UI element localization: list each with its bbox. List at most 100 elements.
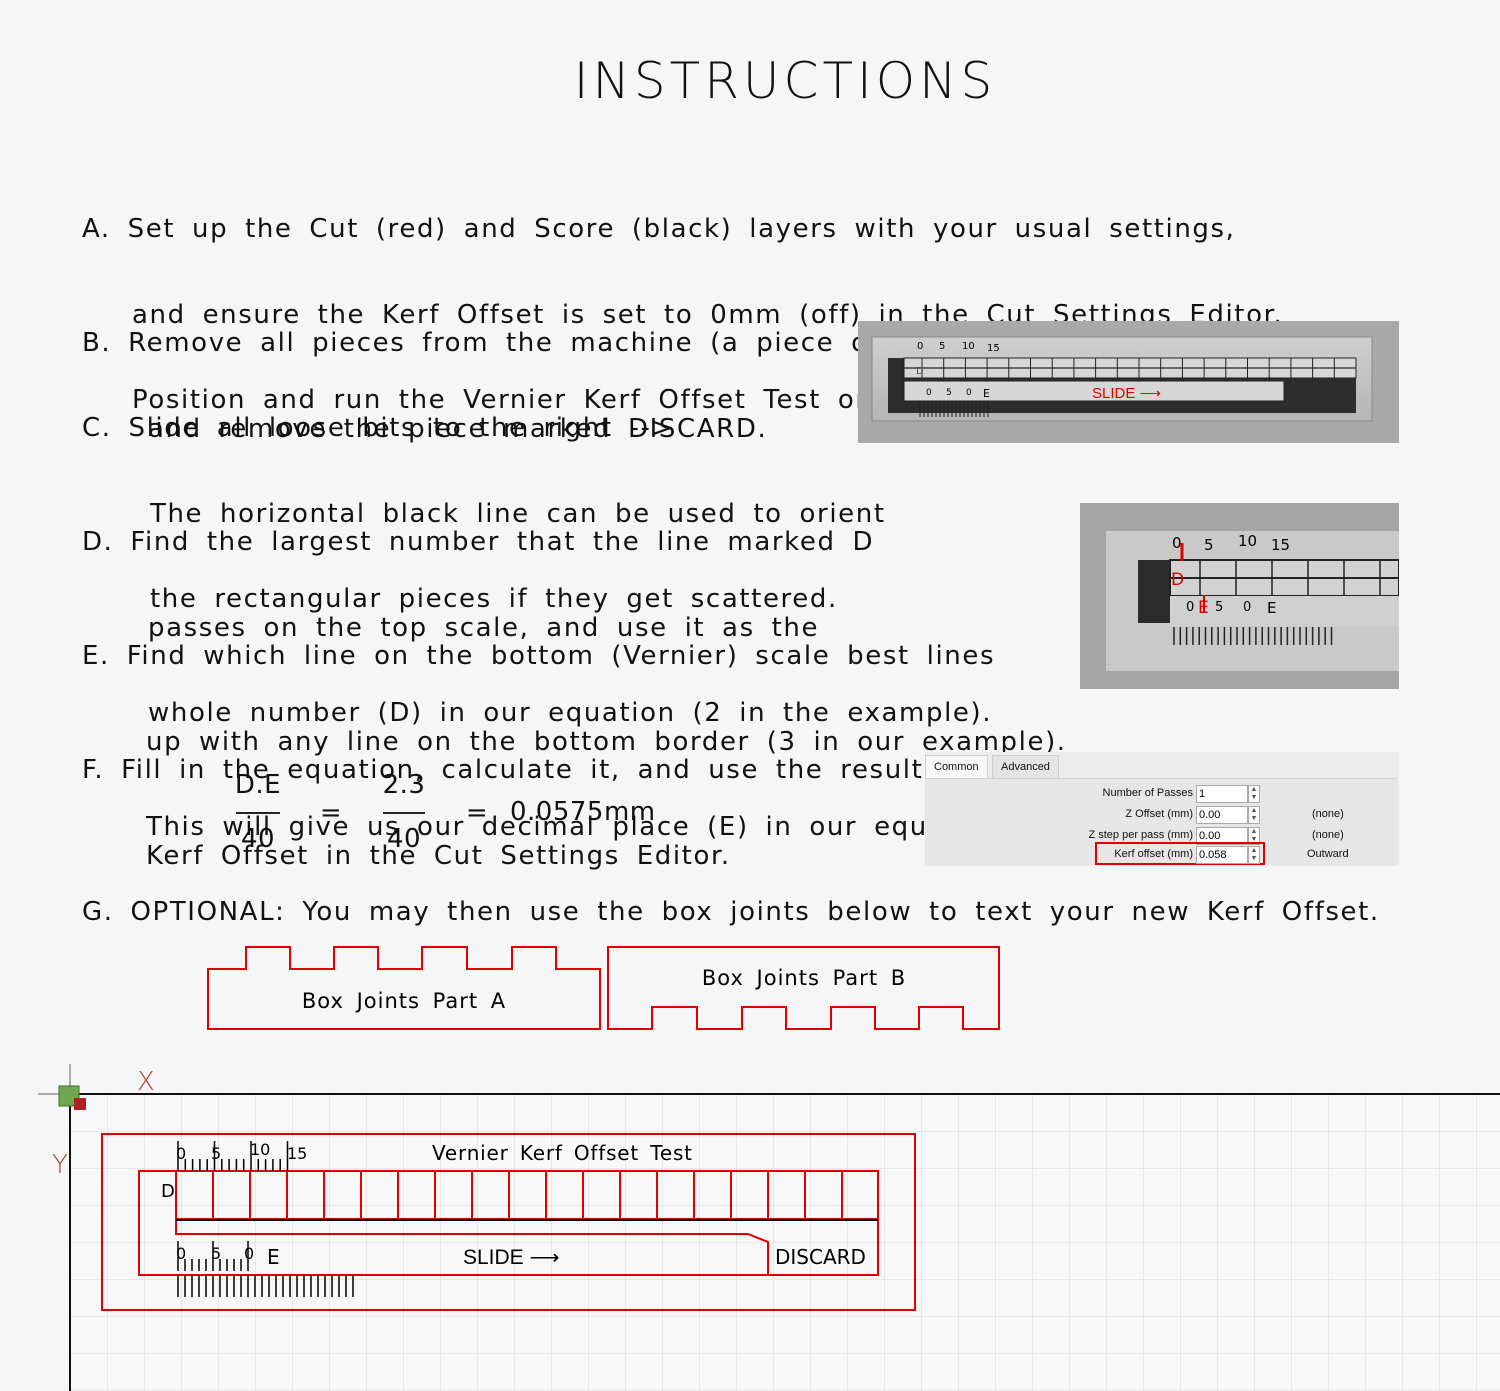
z-step-input[interactable] [1196,827,1248,845]
axis-x-label: X [137,1067,155,1097]
passes-input[interactable] [1196,785,1248,803]
box-joint-part-a-outline [207,946,601,1030]
photo1-scale-bottom-e: E [983,387,990,400]
fraction-2-denominator: 40 [386,824,422,854]
equals-sign-1: = [319,798,343,828]
passes-spinner-icon[interactable]: ▲▼ [1248,785,1260,803]
step-e-line-1: E. Find which line on the bottom (Vernie… [82,641,996,671]
common-pane: Number of Passes ▲▼ Z Offset (mm) ▲▼ (no… [925,778,1397,865]
canvas-scale-top-10: 10 [250,1140,270,1159]
canvas-scale-bottom-0b: 0 [244,1244,254,1263]
photo1-scale-bottom-0b: 0 [966,388,972,398]
page-title: INSTRUCTIONS [573,52,997,110]
step-c: C. Slide all loose bits to the right -->… [82,357,886,642]
z-step-suffix: (none) [1312,829,1344,841]
bottom-scale-ticks [177,1241,249,1271]
fraction-1-bar [236,812,280,814]
photo1-d-label: D [916,366,924,377]
tab-common[interactable]: Common [925,755,988,778]
box-joint-part-a-label: Box Joints Part A [302,989,506,1013]
equals-sign-2: = [465,798,489,828]
step-a-line-1: A. Set up the Cut (red) and Score (black… [82,214,1236,244]
box-joint-part-b-label: Box Joints Part B [702,966,906,990]
setting-row-kerf: Kerf offset (mm) ▲▼ Outward [925,846,1349,864]
canvas-scale-bottom-e: E [267,1245,280,1269]
fraction-2-bar [383,812,425,814]
tab-advanced[interactable]: Advanced [992,755,1059,778]
fraction-1-numerator: D.E [234,770,282,800]
step-e: E. Find which line on the bottom (Vernie… [82,585,1067,870]
label-number-of-passes: Number of Passes [1102,787,1193,799]
origin-corner-icon [74,1098,86,1110]
kerf-offset-input[interactable] [1196,846,1248,864]
step-d: D. Find the largest number that the line… [82,471,992,756]
box-joints: Box Joints Part A Box Joints Part B [207,946,1000,1030]
label-z-step: Z step per pass (mm) [1088,829,1193,841]
kerf-spinner-icon[interactable]: ▲▼ [1248,846,1260,864]
vernier-outer-cut[interactable] [101,1133,916,1311]
step-d-line-2: passes on the top scale, and use it as t… [148,612,820,643]
photo-reading-drawing: 0 5 10 15 D 0 E 5 0 E [1080,503,1399,689]
photo2-scale-top-0: 0 [1172,534,1182,552]
kerf-suffix: Outward [1307,848,1349,860]
canvas-discard-label: DISCARD [775,1245,866,1269]
photo1-scale-bottom-0: 0 [926,388,932,398]
label-z-offset: Z Offset (mm) [1125,808,1193,820]
z-step-spinner-icon[interactable]: ▲▼ [1248,827,1260,845]
equation-result: 0.0575mm [510,797,656,827]
setting-row-passes: Number of Passes ▲▼ [925,785,1260,803]
top-scale-ticks [177,1141,289,1171]
canvas-scale-top-15: 15 [287,1144,307,1163]
vernier-test-title: Vernier Kerf Offset Test [432,1141,693,1165]
photo2-scale-bottom-0: 0 [1186,600,1194,615]
step-c-line-2: The horizontal black line can be used to… [150,498,886,529]
canvas-scale-top-5: 5 [211,1144,221,1163]
design-canvas[interactable]: X Y Vernier Kerf Offset Test 0 5 10 15 D… [0,1060,1500,1391]
step-c-line-1: C. Slide all loose bits to the right --> [82,413,675,443]
setting-row-z-offset: Z Offset (mm) ▲▼ (none) [925,806,1344,824]
photo2-scale-bottom-5: 5 [1215,600,1223,615]
axis-y-label: Y [52,1150,68,1180]
kerf-highlight-box [1095,842,1265,865]
top-slider-cells [212,1171,843,1219]
canvas-scale-bottom-0: 0 [176,1244,186,1263]
step-b-line-2: and remove the piece marked DISCARD. [148,413,768,444]
label-kerf-offset: Kerf offset (mm) [1114,848,1193,860]
step-c-line-3: the rectangular pieces if they get scatt… [150,584,838,614]
bottom-slider-cut[interactable] [175,1219,769,1275]
fraction-2-numerator: 2.3 [382,770,426,800]
photo1-scale-top-5: 5 [939,341,945,352]
example-photo-reading: 0 5 10 15 D 0 E 5 0 E [1080,503,1399,689]
z-offset-input[interactable] [1196,806,1248,824]
step-e-line-3: This will give us our decimal place (E) … [146,812,1012,842]
step-f-line-2: Kerf Offset in the Cut Settings Editor. [146,840,731,871]
z-offset-suffix: (none) [1312,808,1344,820]
step-d-line-3: whole number (D) in our equation (2 in t… [148,698,993,728]
canvas-slide-label: SLIDE ⟶ [463,1246,560,1269]
photo1-scale-top-15: 15 [987,343,1000,354]
setting-row-z-step: Z step per pass (mm) ▲▼ (none) [925,827,1344,845]
step-d-line-1: D. Find the largest number that the line… [82,527,875,557]
border-scale-ticks [177,1275,354,1297]
photo1-scale-bottom-5: 5 [946,388,952,398]
photo2-scale-top-10: 10 [1238,532,1257,550]
cut-settings-dialog: Common Advanced Number of Passes ▲▼ Z Of… [925,752,1399,866]
photo2-scale-top-15: 15 [1271,536,1290,554]
photo2-scale-top-5: 5 [1204,536,1214,554]
photo-slide-drawing: 0 5 10 15 D 0 5 0 E SLIDE ⟶ [858,321,1399,443]
fraction-1-denominator: 40 [240,824,276,854]
box-joint-part-b-outline [607,946,1000,1030]
step-g: G. OPTIONAL: You may then use the box jo… [82,897,1380,927]
canvas-scale-top-0: 0 [176,1144,186,1163]
example-photo-slide: 0 5 10 15 D 0 5 0 E SLIDE ⟶ [858,321,1399,443]
canvas-d-label: D [161,1181,175,1202]
photo2-d-label: D [1171,570,1184,590]
photo2-scale-bottom-0b: 0 [1243,600,1251,615]
photo1-scale-top-0: 0 [917,341,923,352]
photo1-scale-top-10: 10 [962,341,975,352]
z-offset-spinner-icon[interactable]: ▲▼ [1248,806,1260,824]
photo2-scale-bottom-e: E [1267,599,1276,617]
canvas-scale-bottom-5: 5 [211,1244,221,1263]
step-e-line-2: up with any line on the bottom border (3… [146,726,1067,757]
step-b: B. Remove all pieces from the machine (a… [82,272,1298,472]
